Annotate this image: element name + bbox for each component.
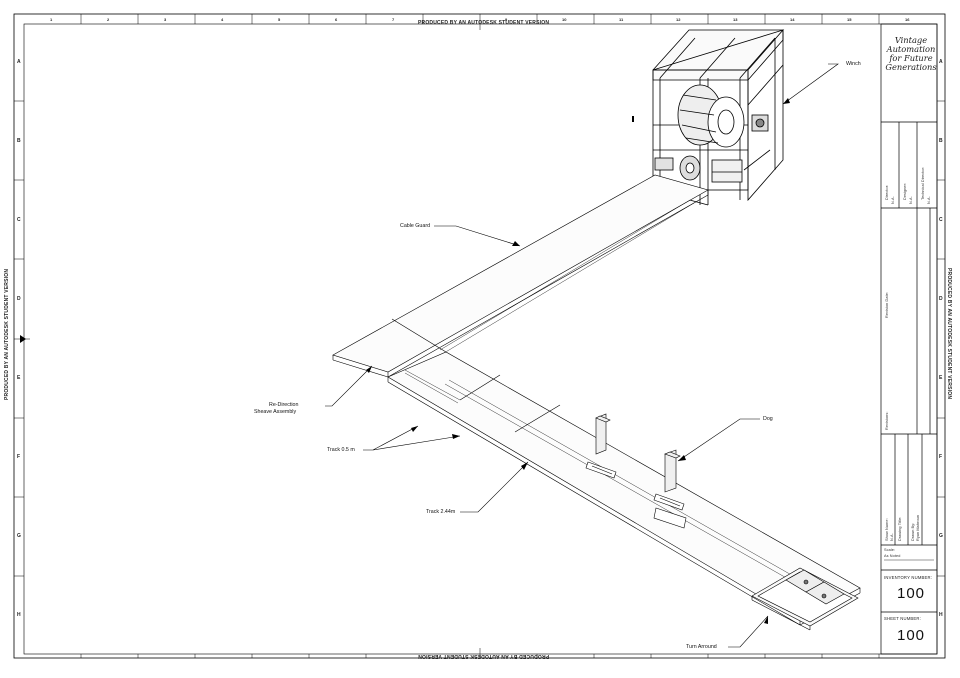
drawing-title-label: Drawing Title: bbox=[898, 516, 902, 541]
watermark-top: PRODUCED BY AN AUTODESK STUDENT VERSION bbox=[418, 20, 550, 26]
col-3: 3 bbox=[164, 17, 167, 22]
row-G-right: G bbox=[939, 533, 943, 539]
col-12: 12 bbox=[676, 17, 681, 22]
revision-date-label: Revision Date: bbox=[885, 291, 889, 318]
col-11: 11 bbox=[619, 17, 624, 22]
callout-track-05: Track 0.5 m bbox=[327, 447, 355, 453]
col-13: 13 bbox=[733, 17, 738, 22]
inventory-number-value: 100 bbox=[897, 585, 926, 602]
callout-redirection-line2: Sheave Assembly bbox=[254, 409, 297, 415]
col-16: 16 bbox=[905, 17, 910, 22]
row-H-left: H bbox=[17, 612, 21, 618]
sheet-number-label: Sheet Number: bbox=[884, 616, 921, 621]
show-name-value: N.A. bbox=[890, 533, 894, 541]
row-E-right: E bbox=[939, 375, 943, 381]
winch-assembly bbox=[652, 29, 785, 206]
designer-value: N.A. bbox=[909, 196, 913, 204]
col-2: 2 bbox=[107, 17, 110, 22]
col-6: 6 bbox=[335, 17, 338, 22]
row-E-left: E bbox=[17, 375, 21, 381]
row-H-right: H bbox=[939, 612, 943, 618]
col-15: 15 bbox=[847, 17, 852, 22]
col-5: 5 bbox=[278, 17, 281, 22]
inventory-number-label: Inventory Number: bbox=[884, 575, 933, 580]
technical-director-label: Technical Director: bbox=[921, 166, 925, 200]
row-A-left: A bbox=[17, 59, 21, 65]
row-C-left: C bbox=[17, 217, 21, 223]
callout-turn-around: Turn Arround bbox=[686, 644, 717, 650]
outer-frame bbox=[13, 13, 946, 659]
watermark-left: PRODUCED BY AN AUTODESK STUDENT VERSION bbox=[4, 268, 10, 400]
watermark-bottom: PRODUCED BY AN AUTODESK STUDENT VERSION bbox=[418, 653, 550, 659]
revisions-label: Revisions: bbox=[885, 411, 889, 430]
col-4: 4 bbox=[221, 17, 224, 22]
col-1: 1 bbox=[50, 17, 53, 22]
drawn-by-value: Ryan Mahroun bbox=[916, 514, 920, 541]
technical-director-value: N.A. bbox=[927, 196, 931, 204]
row-G-left: G bbox=[17, 533, 21, 539]
row-F-left: F bbox=[17, 454, 21, 460]
drawn-by-label: Drawn By: bbox=[911, 522, 915, 541]
col-7: 7 bbox=[392, 17, 395, 22]
callout-winch: Winch bbox=[846, 61, 861, 67]
callout-dog: Dog bbox=[763, 416, 773, 422]
row-D-left: D bbox=[17, 296, 21, 302]
show-name-label: Show Name: bbox=[885, 518, 889, 541]
logo-line-4: Generations bbox=[885, 62, 937, 72]
row-B-left: B bbox=[17, 138, 21, 144]
callout-redirection-line1: Re-Direction bbox=[269, 402, 299, 408]
scale-label: Scale: bbox=[884, 548, 896, 552]
col-10: 10 bbox=[562, 17, 567, 22]
row-B-right: B bbox=[939, 138, 943, 144]
row-D-right: D bbox=[939, 296, 943, 302]
center-mark-arrow bbox=[20, 335, 26, 343]
leader-arrowheads bbox=[366, 98, 790, 624]
col-9: 9 bbox=[505, 17, 508, 22]
company-logo: Vintage Automation for Future Generation… bbox=[884, 36, 938, 72]
logo-line-3: for Future bbox=[889, 53, 933, 63]
border-ticks bbox=[14, 14, 945, 658]
small-part-marker bbox=[632, 116, 634, 122]
callout-track-244: Track 2.44m bbox=[426, 509, 456, 515]
row-F-right: F bbox=[939, 454, 943, 460]
logo-line-2: Automation bbox=[886, 44, 936, 54]
logo-line-1: Vintage bbox=[894, 35, 928, 45]
director-label: Director: bbox=[885, 184, 889, 200]
row-A-right: A bbox=[939, 59, 943, 65]
watermark-right: PRODUCED BY AN AUTODESK STUDENT VERSION bbox=[946, 268, 952, 400]
cable-guard bbox=[332, 174, 709, 378]
col-14: 14 bbox=[790, 17, 795, 22]
callout-cable-guard: Cable Guard bbox=[400, 223, 431, 229]
dog-parts bbox=[585, 413, 687, 529]
title-block bbox=[880, 23, 938, 655]
sheet-number-value: 100 bbox=[897, 627, 926, 644]
scale-value: As Noted bbox=[884, 554, 901, 558]
designer-label: Designer: bbox=[903, 182, 907, 200]
turn-around bbox=[751, 567, 859, 631]
leader-lines bbox=[325, 63, 839, 648]
track-sections bbox=[387, 351, 861, 626]
director-value: N.A. bbox=[891, 196, 895, 204]
row-C-right: C bbox=[939, 217, 943, 223]
